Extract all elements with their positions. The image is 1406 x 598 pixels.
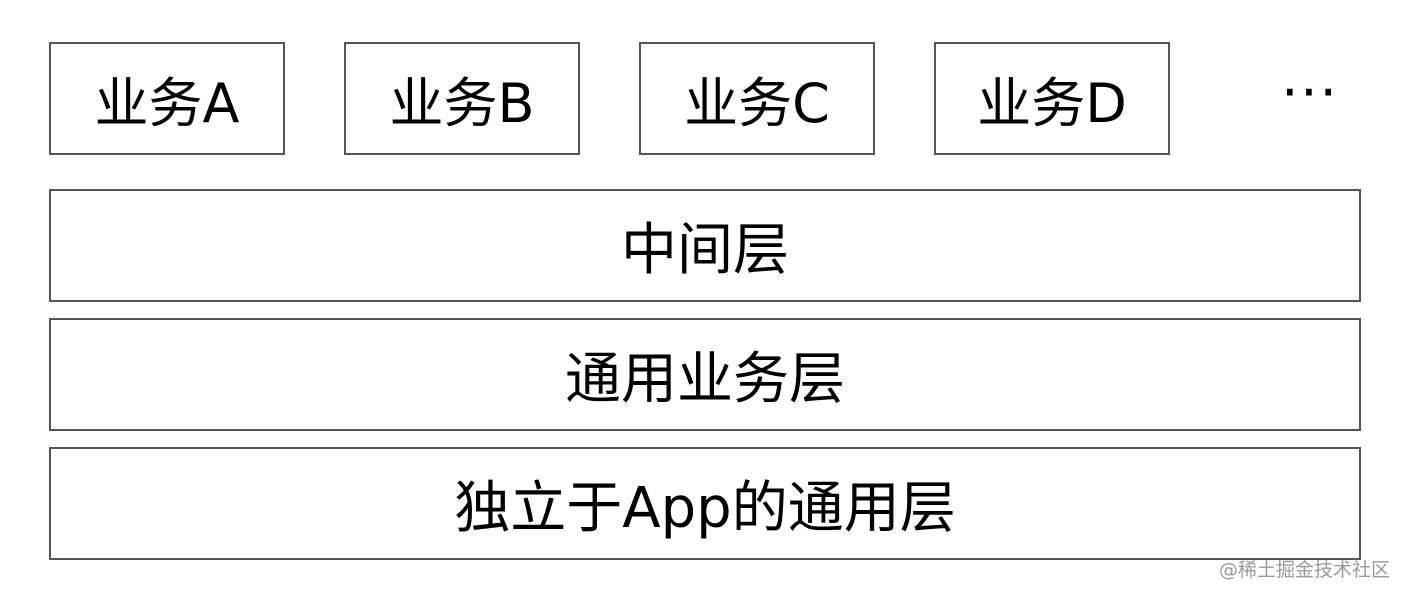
more-modules-ellipsis: ···: [1281, 60, 1339, 124]
business-module-d: 业务D: [934, 42, 1170, 155]
business-module-a-label: 业务A: [94, 72, 240, 135]
business-module-b-label: 业务B: [389, 72, 535, 135]
business-module-c-label: 业务C: [684, 72, 830, 135]
business-module-b: 业务B: [344, 42, 580, 155]
business-module-d-label: 业务D: [977, 72, 1127, 135]
common-business-layer: 通用业务层: [49, 318, 1361, 431]
app-independent-layer: 独立于App的通用层: [49, 447, 1361, 560]
middle-layer: 中间层: [49, 189, 1361, 302]
business-module-c: 业务C: [639, 42, 875, 155]
watermark: @稀土掘金技术社区: [1218, 559, 1390, 581]
business-module-a: 业务A: [49, 42, 285, 155]
app-independent-layer-label: 独立于App的通用层: [454, 476, 956, 541]
middle-layer-label: 中间层: [621, 218, 789, 283]
common-business-layer-label: 通用业务层: [565, 347, 845, 412]
